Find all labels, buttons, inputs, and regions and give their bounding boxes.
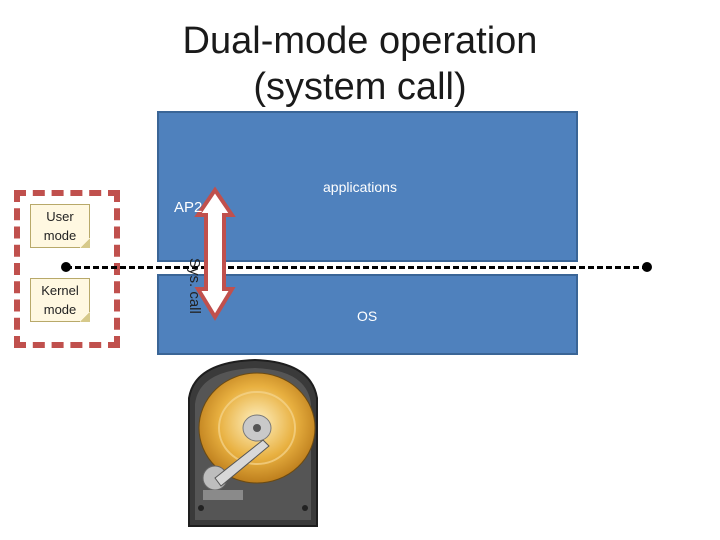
- user-mode-line-2: mode: [43, 228, 77, 243]
- os-label: OS: [357, 308, 378, 324]
- mode-boundary-frame: [14, 190, 120, 348]
- divider-left-endpoint: [61, 262, 71, 272]
- system-call-arrow: [194, 186, 236, 321]
- system-call-arrow-shape: [194, 186, 236, 321]
- kernel-mode-line-1: Kernel: [41, 283, 79, 298]
- title-line-1: Dual-mode operation: [182, 20, 538, 62]
- divider-right-endpoint: [642, 262, 652, 272]
- applications-layer: applications: [157, 111, 578, 262]
- user-mode-line-1: User: [46, 209, 74, 224]
- user-mode-note: User mode: [30, 204, 90, 248]
- ap2-label: AP2: [174, 199, 203, 216]
- slide-title: Dual-mode operation (system call): [0, 18, 720, 110]
- kernel-mode-line-2: mode: [43, 302, 77, 317]
- title-line-2: (system call): [253, 66, 467, 108]
- hard-disk-icon: [188, 358, 318, 527]
- kernel-mode-note: Kernel mode: [30, 278, 90, 322]
- mode-divider-line: [66, 266, 648, 269]
- applications-label: applications: [323, 179, 397, 195]
- system-call-label: Sys. call: [186, 258, 203, 314]
